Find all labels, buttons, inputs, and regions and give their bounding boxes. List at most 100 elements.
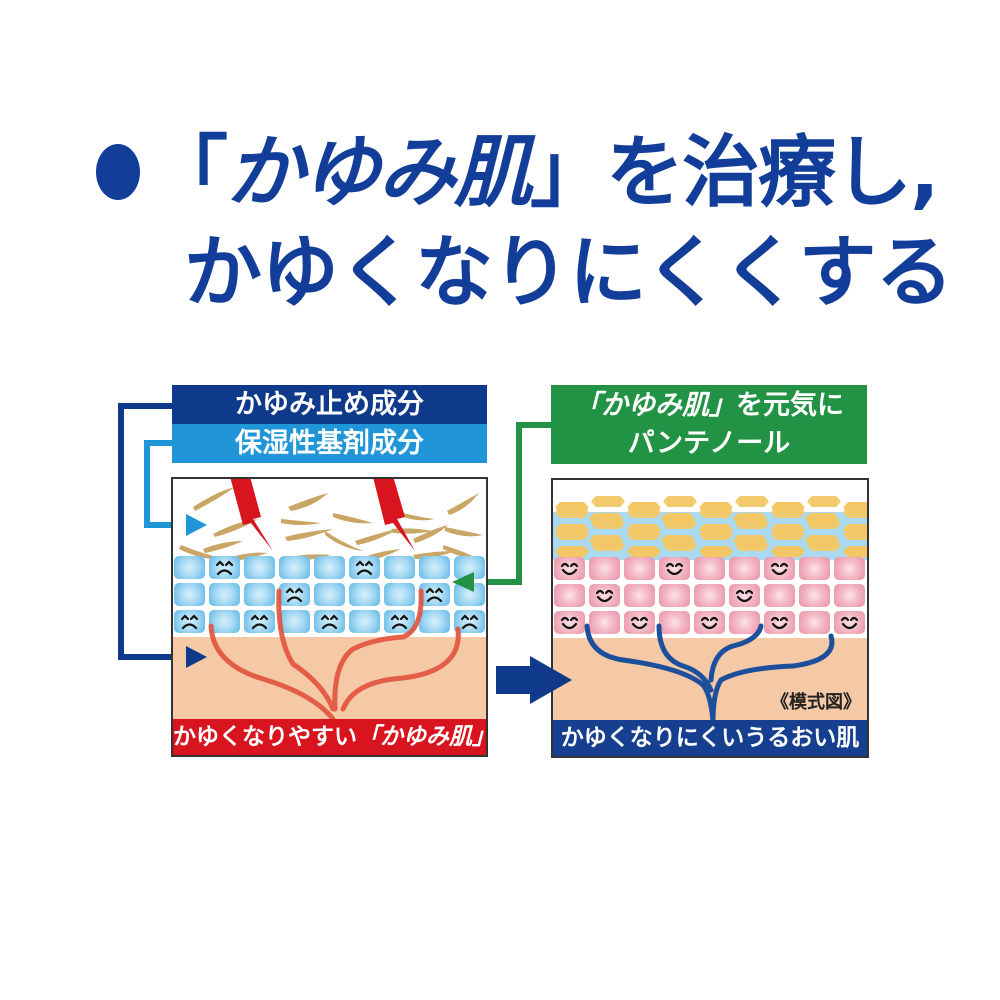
sad-face-icon xyxy=(460,614,479,630)
happy-face-icon xyxy=(665,562,684,576)
sad-face-icon xyxy=(320,614,339,630)
sad-face-icon xyxy=(180,614,199,630)
skin-cell xyxy=(659,611,690,634)
skin-cell xyxy=(589,557,620,580)
skin-cell xyxy=(624,611,655,634)
skin-cell xyxy=(694,611,725,634)
moist-skin-panel: 《模式図》 かゆくなりにくいうるおい肌 xyxy=(551,478,869,758)
bullet-icon xyxy=(96,143,140,200)
schematic-note: 《模式図》 xyxy=(771,692,861,713)
happy-face-icon xyxy=(735,589,754,603)
skin-cell xyxy=(349,610,380,633)
skin-cell xyxy=(834,584,865,607)
light-blue-connector xyxy=(144,440,190,528)
happy-face-icon xyxy=(770,562,789,576)
skin-cell xyxy=(624,557,655,580)
sad-face-icon xyxy=(425,587,444,603)
skin-cell xyxy=(314,556,345,579)
itchy-skin-caption: かゆくなりやすい「かゆみ肌」 xyxy=(173,719,486,755)
green-connector xyxy=(470,422,551,585)
skin-cell xyxy=(764,557,795,580)
skin-cell xyxy=(589,584,620,607)
skin-cell xyxy=(694,557,725,580)
panthenol-header: 「かゆみ肌」を元気に パンテノール xyxy=(551,385,867,464)
skin-cell xyxy=(209,583,240,606)
happy-face-icon xyxy=(560,562,579,576)
skin-cell xyxy=(174,583,205,606)
caption-emphasis: 「かゆみ肌」 xyxy=(357,724,488,750)
headline-emphasis: かゆみ肌 xyxy=(226,128,532,218)
skin-cell xyxy=(209,556,240,579)
itchy-skin-panel: かゆくなりやすい「かゆみ肌」 xyxy=(171,477,488,757)
moist-skin-caption: かゆくなりにくいうるおい肌 xyxy=(553,720,867,756)
lightning-bolt-icon xyxy=(373,479,415,551)
happy-face-icon xyxy=(700,616,719,630)
skin-cell xyxy=(209,610,240,633)
dark-blue-connector xyxy=(118,403,190,660)
skin-cell xyxy=(314,610,345,633)
skin-cell xyxy=(419,610,450,633)
skin-cell xyxy=(799,557,830,580)
happy-face-icon xyxy=(770,616,789,630)
happy-face-icon xyxy=(630,616,649,630)
bracket-open: 「 xyxy=(150,128,228,218)
skin-cell xyxy=(349,583,380,606)
skin-cell xyxy=(799,584,830,607)
sad-face-icon xyxy=(285,587,304,603)
skin-cell xyxy=(349,556,380,579)
lightning-bolt-icon xyxy=(230,479,273,551)
skin-cell xyxy=(834,611,865,634)
skin-cell xyxy=(659,557,690,580)
skin-cell xyxy=(454,610,485,633)
skin-cell xyxy=(554,557,585,580)
skin-cell xyxy=(419,556,450,579)
skin-cell xyxy=(554,611,585,634)
skin-cell xyxy=(384,583,415,606)
skin-cell xyxy=(279,556,310,579)
skin-cell xyxy=(659,584,690,607)
skin-cell xyxy=(244,583,275,606)
happy-face-icon xyxy=(560,616,579,630)
happy-face-icon xyxy=(595,589,614,603)
skin-cell xyxy=(729,584,760,607)
skin-cell xyxy=(764,611,795,634)
skin-cell xyxy=(279,610,310,633)
antipruritic-header: かゆみ止め成分 xyxy=(172,385,487,424)
sad-face-icon xyxy=(355,560,374,576)
panthenol-header-line-1: 「かゆみ肌」を元気に xyxy=(551,387,867,425)
skin-cell xyxy=(244,556,275,579)
skin-cell xyxy=(764,584,795,607)
skin-cell xyxy=(834,557,865,580)
skin-cell xyxy=(729,611,760,634)
nerve-fibers xyxy=(208,588,461,727)
moisturizing-base-header: 保湿性基剤成分 xyxy=(172,424,487,463)
skin-cell xyxy=(384,610,415,633)
skin-cell xyxy=(589,611,620,634)
skin-cell xyxy=(419,583,450,606)
panthenol-header-rest: を元気に xyxy=(736,390,844,421)
skin-cell xyxy=(799,611,830,634)
stratum-corneum-hex-layer xyxy=(555,496,867,557)
happy-face-icon xyxy=(840,616,859,630)
epidermis-cell-grid xyxy=(554,557,865,634)
epidermis-cell-grid xyxy=(174,556,485,633)
sad-face-icon xyxy=(390,614,409,630)
panthenol-header-line-2: パンテノール xyxy=(627,428,791,459)
skin-cell xyxy=(174,610,205,633)
skin-cell xyxy=(314,583,345,606)
sad-face-icon xyxy=(250,614,269,630)
itch-bolts xyxy=(230,479,415,551)
nerve-fibers xyxy=(584,623,835,725)
skin-cell xyxy=(694,584,725,607)
caption-plain: かゆくなりやすい xyxy=(173,724,357,750)
sad-face-icon xyxy=(215,560,234,576)
skin-cell xyxy=(384,556,415,579)
headline-line-1: 「かゆみ肌」を治療し, xyxy=(96,128,940,218)
panthenol-header-emphasis: 「かゆみ肌」 xyxy=(574,390,736,421)
headline-line-2: かゆくなりにくくする xyxy=(184,228,953,318)
skin-cell xyxy=(174,556,205,579)
skin-cell xyxy=(279,583,310,606)
skin-cell xyxy=(554,584,585,607)
headline-rest: 」を治療し, xyxy=(530,128,940,218)
